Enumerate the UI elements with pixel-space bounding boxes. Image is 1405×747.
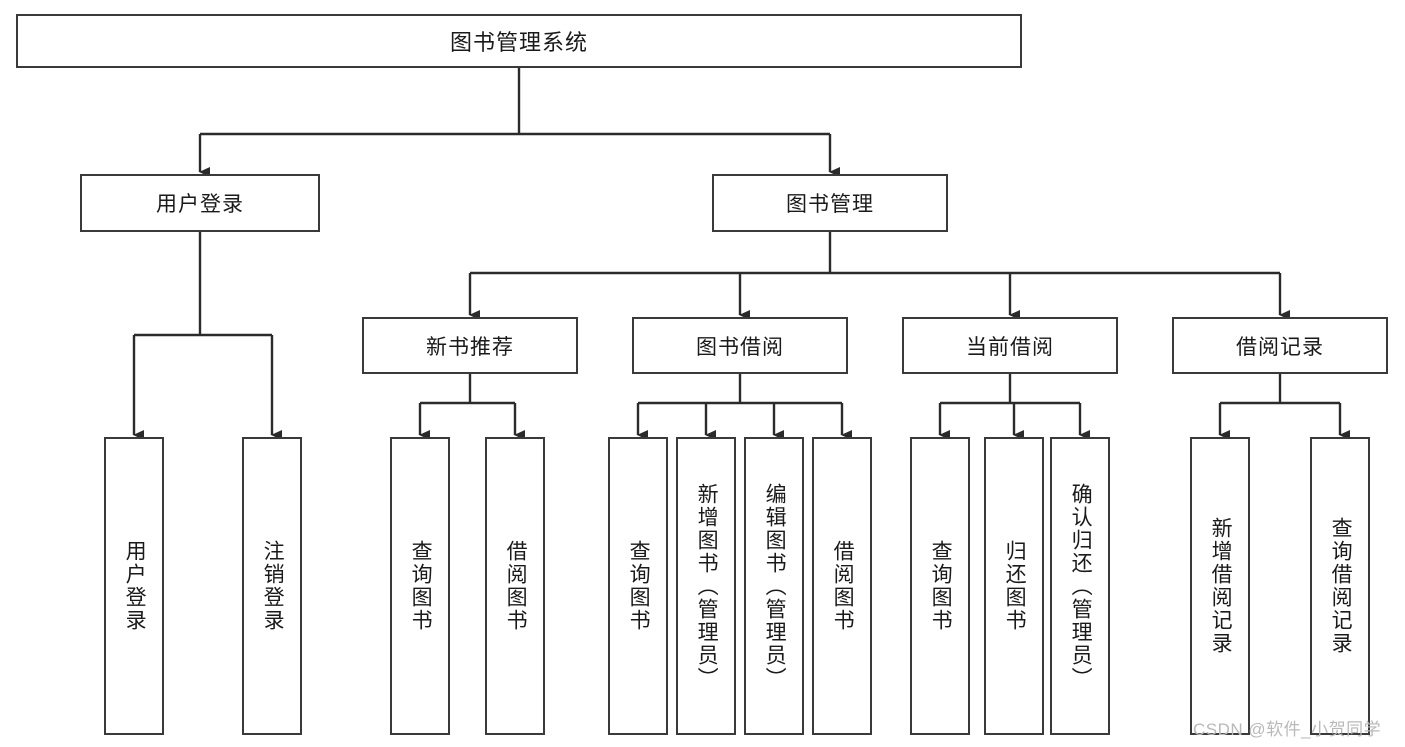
node-label: 查询图书 — [409, 540, 433, 632]
node-new-book-recommend[interactable]: 新书推荐 — [362, 317, 578, 374]
node-label: 借阅图书 — [831, 540, 855, 632]
node-leaf-borrow-book-1[interactable]: 借阅图书 — [485, 437, 545, 735]
node-label: 查询图书 — [929, 540, 953, 632]
node-leaf-query-book-2[interactable]: 查询图书 — [608, 437, 668, 735]
node-leaf-logout[interactable]: 注销登录 — [242, 437, 302, 735]
node-leaf-add-record[interactable]: 新增借阅记录 — [1190, 437, 1250, 735]
node-label: 借阅图书 — [504, 540, 528, 632]
node-label: 用户登录 — [123, 540, 147, 632]
watermark-text: CSDN @软件_小贺同学 — [1193, 720, 1382, 739]
node-book-borrow[interactable]: 图书借阅 — [632, 317, 848, 374]
node-leaf-add-book[interactable]: 新增图书（管理员） — [676, 437, 736, 735]
node-label: 当前借阅 — [966, 335, 1054, 359]
node-label: 注销登录 — [261, 540, 285, 632]
node-label: 借阅记录 — [1236, 335, 1324, 359]
node-leaf-return-book[interactable]: 归还图书 — [984, 437, 1044, 735]
node-leaf-confirm-return[interactable]: 确认归还（管理员） — [1050, 437, 1110, 735]
node-label: 图书管理 — [786, 193, 874, 216]
node-user-login[interactable]: 用户登录 — [80, 174, 320, 232]
node-leaf-query-book-1[interactable]: 查询图书 — [390, 437, 450, 735]
node-label: 查询借阅记录 — [1329, 517, 1353, 655]
watermark: CSDN @软件_小贺同学 — [1193, 715, 1381, 740]
node-label: 新书推荐 — [426, 335, 514, 359]
node-leaf-edit-book[interactable]: 编辑图书（管理员） — [744, 437, 804, 735]
node-label: 新增借阅记录 — [1209, 517, 1233, 655]
node-borrow-record[interactable]: 借阅记录 — [1172, 317, 1388, 374]
node-label: 确认归还（管理员） — [1069, 482, 1093, 690]
node-label: 归还图书 — [1003, 540, 1027, 632]
node-label: 查询图书 — [627, 540, 651, 632]
node-label: 图书借阅 — [696, 335, 784, 359]
node-root[interactable]: 图书管理系统 — [16, 14, 1022, 68]
node-label: 图书管理系统 — [449, 30, 588, 55]
node-label: 编辑图书（管理员） — [763, 482, 787, 690]
node-leaf-query-book-3[interactable]: 查询图书 — [910, 437, 970, 735]
node-label: 用户登录 — [156, 193, 244, 216]
node-book-manage[interactable]: 图书管理 — [712, 174, 948, 232]
node-label: 新增图书（管理员） — [695, 482, 719, 690]
node-leaf-query-record[interactable]: 查询借阅记录 — [1310, 437, 1370, 735]
node-leaf-borrow-book-2[interactable]: 借阅图书 — [812, 437, 872, 735]
node-current-borrow[interactable]: 当前借阅 — [902, 317, 1118, 374]
node-leaf-user-login[interactable]: 用户登录 — [104, 437, 164, 735]
